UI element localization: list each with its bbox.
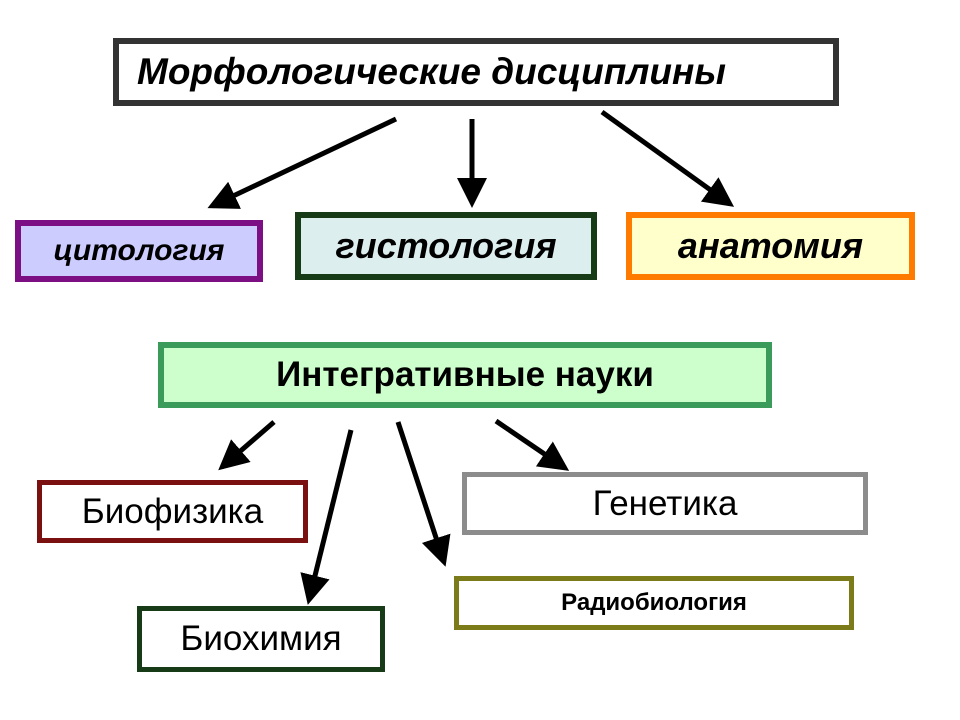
arrow-to-biochemistry (300, 429, 354, 605)
arrow-to-genetics (494, 418, 570, 471)
radiobiology-label: Радиобиология (561, 589, 747, 616)
radiobiology-box: Радиобиология (454, 576, 854, 630)
integrative-sciences-box: Интегративные науки (158, 342, 772, 408)
biophysics-label: Биофизика (81, 491, 264, 531)
arrow-to-anatomy (600, 109, 735, 207)
genetics-label: Генетика (592, 483, 738, 523)
biochemistry-label: Биохимия (180, 619, 342, 658)
morphological-disciplines-box: Морфологические дисциплины (113, 38, 839, 106)
arrow-to-biophysics (218, 420, 276, 471)
arrow-to-cytology (207, 116, 398, 209)
genetics-box: Генетика (462, 472, 868, 535)
histology-label: гистология (335, 225, 557, 266)
biochemistry-box: Биохимия (137, 606, 385, 672)
anatomy-box: анатомия (626, 212, 915, 280)
arrow-to-radiobiology (395, 421, 451, 567)
biophysics-box: Биофизика (37, 480, 308, 543)
cytology-label: цитология (53, 234, 225, 267)
cytology-box: цитология (15, 220, 263, 282)
morphological-disciplines-title: Морфологические дисциплины (137, 51, 726, 92)
integrative-sciences-title: Интегративные науки (276, 355, 654, 394)
anatomy-label: анатомия (677, 225, 864, 266)
histology-box: гистология (295, 212, 597, 280)
